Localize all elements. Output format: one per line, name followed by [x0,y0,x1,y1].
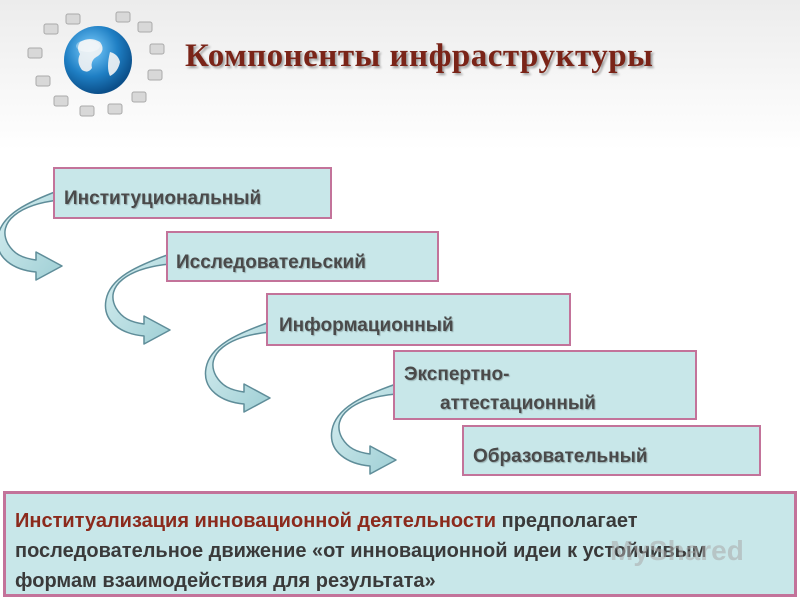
step-label: Исследовательский [176,252,366,273]
globe-network-icon [27,11,165,117]
step-expert-attestation: Экспертно- аттестационный [393,350,697,420]
step-label-line2: аттестационный [440,393,596,414]
summary-note: Институализация инновационной деятельнос… [3,491,797,597]
curved-arrow-4 [330,383,397,475]
summary-lead: Институализация инновационной деятельнос… [15,510,497,532]
step-label: Информационный [279,315,454,336]
curved-arrow-1 [0,189,63,281]
slide-title: Компоненты инфраструктуры [185,38,654,74]
step-educational: Образовательный [462,425,761,476]
step-institutional: Институциональный [53,167,332,219]
step-informational: Информационный [266,293,571,346]
curved-arrow-2 [104,253,171,345]
step-label-line1: Экспертно- [404,364,510,385]
step-research: Исследовательский [166,231,439,282]
curved-arrow-3 [204,321,271,413]
step-label: Институциональный [64,188,262,209]
summary-rest: предполагает последовательное движение «… [15,510,707,592]
step-label: Образовательный [473,446,648,467]
